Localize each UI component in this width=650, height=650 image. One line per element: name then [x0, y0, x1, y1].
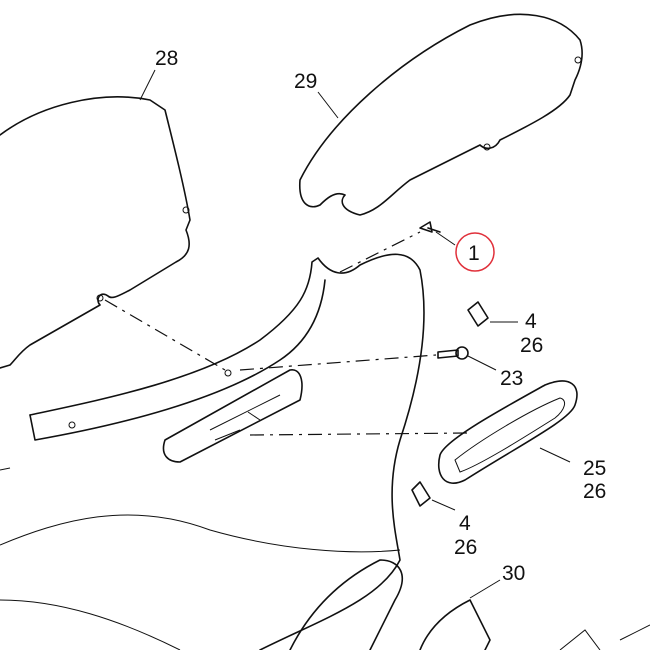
callout-29[interactable]: 29 — [294, 70, 317, 93]
callout-4-bottom[interactable]: 4 — [459, 512, 471, 535]
fairing[interactable] — [29, 253, 425, 650]
callout-23[interactable]: 23 — [500, 367, 523, 390]
callout-28[interactable]: 28 — [155, 47, 178, 70]
highlight-circle — [455, 232, 495, 272]
clip-4-bottom[interactable] — [411, 481, 431, 507]
screw-1[interactable] — [419, 221, 441, 233]
callout-30[interactable]: 30 — [502, 562, 525, 585]
callout-26-bottom[interactable]: 26 — [454, 536, 477, 559]
callout-26-top[interactable]: 26 — [520, 334, 543, 357]
clip-4-top[interactable] — [467, 301, 489, 327]
windshield-29[interactable] — [299, 13, 583, 216]
callout-25[interactable]: 25 — [583, 457, 606, 480]
windshield-28[interactable] — [0, 96, 191, 369]
callout-4-top[interactable]: 4 — [525, 310, 537, 333]
vent-right-25[interactable] — [438, 380, 578, 484]
callout-1[interactable]: 1 — [468, 242, 480, 265]
screw-23[interactable] — [437, 349, 459, 359]
duct-30[interactable] — [419, 599, 491, 650]
callout-26-mid[interactable]: 26 — [583, 480, 606, 503]
vent-left[interactable] — [162, 369, 303, 463]
